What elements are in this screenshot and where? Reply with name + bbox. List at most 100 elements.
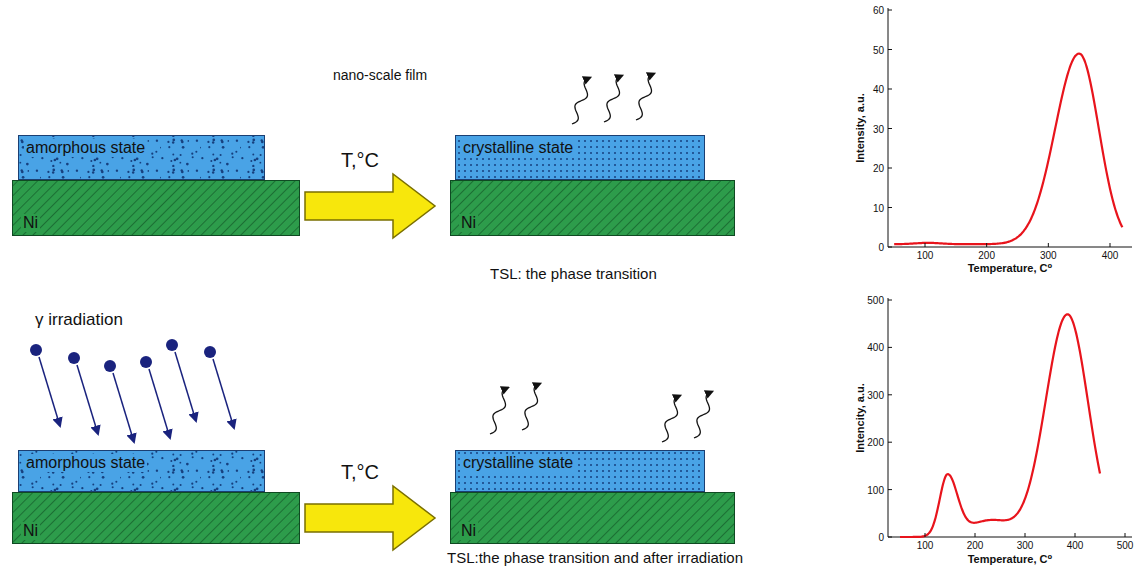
tick-label: 400: [1102, 250, 1119, 261]
gamma-particle: [140, 356, 152, 368]
tick-label: 500: [867, 295, 884, 306]
tick-mark: [888, 347, 892, 348]
caption: TSL:the phase transition and after irrad…: [447, 550, 743, 567]
edge-label: T,°C: [339, 149, 381, 171]
tick-label: 200: [867, 437, 884, 448]
ni-substrate: Ni: [12, 180, 300, 236]
layer-fill: [450, 492, 735, 544]
axis-title: Intencity, a.u.: [854, 383, 866, 452]
tick-label: 100: [867, 484, 884, 495]
tick-mark: [888, 49, 892, 50]
tick-label: 0: [878, 242, 884, 253]
luminescence-wave: [572, 78, 590, 124]
gamma-particle: [204, 346, 216, 358]
tick-label: 300: [1017, 540, 1034, 551]
gamma-particle: [30, 344, 42, 356]
tick-mark: [888, 394, 892, 395]
tsl-curve: [894, 54, 1122, 245]
y-axis: [888, 8, 889, 247]
amorphous-film: amorphous state: [18, 450, 265, 492]
tick-mark: [1075, 533, 1076, 537]
tick-label: 100: [917, 540, 934, 551]
gamma-ray: [149, 369, 170, 438]
luminescence-wave: [694, 392, 712, 438]
layer-fill: [450, 180, 735, 236]
axis-title: Temperature, C⁰: [968, 553, 1053, 565]
tick-label: 400: [1067, 540, 1084, 551]
amorphous-film: amorphous state: [18, 135, 265, 180]
tick-mark: [888, 300, 892, 301]
tick-mark: [888, 128, 892, 129]
tick-mark: [888, 168, 892, 169]
gamma-ray: [213, 359, 234, 428]
tick-mark: [888, 489, 892, 490]
tick-mark: [925, 533, 926, 537]
tick-mark: [1025, 533, 1026, 537]
tick-mark: [888, 10, 892, 11]
gamma-ray: [175, 352, 196, 421]
luminescence-wave: [662, 396, 680, 442]
gamma-particle: [104, 360, 116, 372]
tick-mark: [888, 207, 892, 208]
tick-label: 500: [1117, 540, 1134, 551]
tick-label: 10: [873, 202, 884, 213]
tick-label: 200: [967, 540, 984, 551]
layer-fill: [12, 492, 300, 544]
tick-label: 40: [873, 84, 884, 95]
substrate-label: Ni: [21, 522, 40, 540]
film-label: amorphous state: [24, 139, 147, 157]
gamma-ray: [39, 357, 60, 426]
y-axis: [888, 298, 889, 537]
gamma-ray: [113, 373, 134, 442]
gamma-particle: [68, 352, 80, 364]
caption: TSL: the phase transition: [490, 266, 657, 283]
irradiation-label: γ irradiation: [35, 311, 123, 330]
tick-label: 300: [1040, 250, 1057, 261]
luminescence-wave: [636, 74, 654, 120]
gamma-particle: [166, 339, 178, 351]
tick-mark: [1125, 533, 1126, 537]
layer-fill: [18, 135, 265, 180]
tick-label: 400: [867, 342, 884, 353]
tick-label: 20: [873, 163, 884, 174]
tick-mark: [1048, 243, 1049, 247]
substrate-label: Ni: [459, 214, 478, 232]
layer-fill: [18, 450, 265, 492]
tick-mark: [888, 247, 892, 248]
heating-arrow: [305, 486, 435, 550]
heating-arrow: [305, 174, 435, 238]
substrate-label: Ni: [459, 522, 478, 540]
tick-label: 200: [978, 250, 995, 261]
tick-label: 60: [873, 5, 884, 16]
crystalline-film: crystalline state: [455, 135, 705, 180]
tick-mark: [1110, 243, 1111, 247]
tick-mark: [986, 243, 987, 247]
edge-label: T,°C: [339, 461, 381, 483]
ni-substrate: Ni: [12, 492, 300, 544]
tick-label: 300: [867, 389, 884, 400]
ni-substrate: Ni: [450, 492, 735, 544]
substrate-label: Ni: [21, 214, 40, 232]
tick-mark: [888, 89, 892, 90]
tick-label: 30: [873, 123, 884, 134]
crystalline-film: crystalline state: [455, 450, 705, 492]
tick-label: 50: [873, 44, 884, 55]
film-label: crystalline state: [461, 139, 575, 157]
ni-substrate: Ni: [450, 180, 735, 236]
film-label: crystalline state: [461, 454, 575, 472]
tick-mark: [925, 243, 926, 247]
axis-title: Intensity, a.u.: [854, 93, 866, 162]
tick-mark: [975, 533, 976, 537]
luminescence-wave: [490, 388, 508, 434]
tick-label: 100: [917, 250, 934, 261]
gamma-ray: [77, 365, 98, 434]
axis-title: Temperature, C⁰: [968, 262, 1053, 274]
film-label: amorphous state: [24, 454, 147, 472]
tick-mark: [888, 442, 892, 443]
tsl-curve: [900, 314, 1100, 537]
luminescence-wave: [604, 76, 622, 122]
tick-label: 0: [878, 532, 884, 543]
layer-fill: [12, 180, 300, 236]
layer-fill: [455, 450, 705, 492]
layer-fill: [455, 135, 705, 180]
